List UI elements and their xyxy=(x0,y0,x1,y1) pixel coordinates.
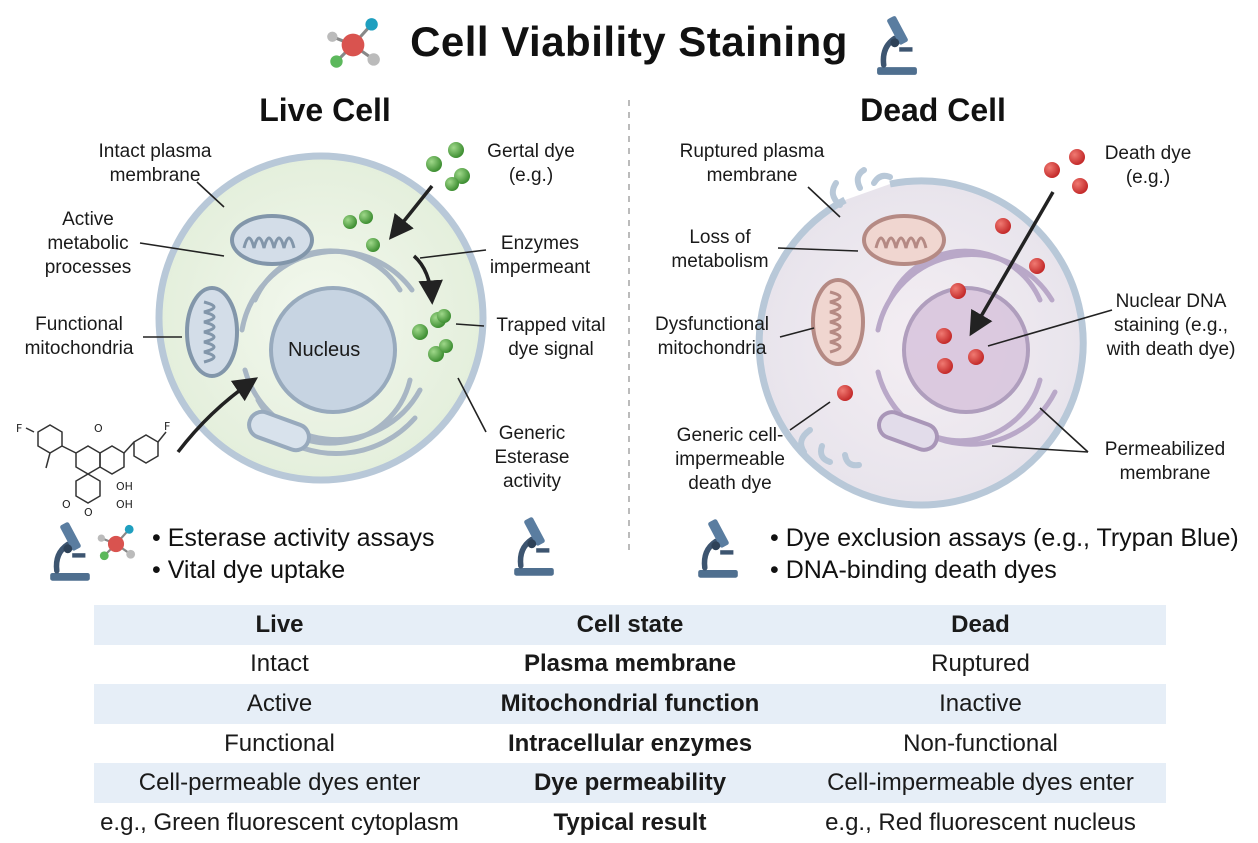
dead-assay-list: Dye exclusion assays (e.g., Trypan Blue)… xyxy=(770,522,1239,586)
live-assay-list: Esterase activity assays Vital dye uptak… xyxy=(152,522,435,586)
list-item: Vital dye uptake xyxy=(152,554,434,586)
live-vesicle xyxy=(247,409,311,453)
atom-o-2: O xyxy=(84,506,93,519)
live-mitochondrion-left xyxy=(185,286,239,378)
live-cell: F F OH OH O O O xyxy=(16,142,487,519)
microscope-icon xyxy=(698,518,738,577)
molecule-icon xyxy=(96,523,137,562)
cell-property: Intracellular enzymes xyxy=(507,729,753,757)
dead-cell-title: Dead Cell xyxy=(860,92,1006,128)
atom-f-left: F xyxy=(16,422,22,435)
dead-leader-lines xyxy=(777,186,1113,453)
membrane-fragments-top xyxy=(829,167,893,208)
list-item: Esterase activity assays xyxy=(152,522,435,554)
live-green-dye-dots xyxy=(343,142,470,362)
page-title: Cell Viability Staining xyxy=(410,18,848,65)
cell-live: Intact xyxy=(250,650,309,678)
cell-dead: Inactive xyxy=(795,684,1166,724)
structure-atom-labels: F F OH OH O O O xyxy=(16,420,170,519)
dead-cell xyxy=(755,149,1113,509)
cell-property: Mitochondrial function xyxy=(465,684,795,724)
table-row: e.g., Green fluorescent cytoplasm Typica… xyxy=(94,803,1166,843)
atom-oh-1: OH xyxy=(116,480,133,493)
header-property: Cell state xyxy=(465,605,795,645)
list-item: Dye exclusion assays (e.g., Trypan Blue) xyxy=(770,522,1239,554)
table-row: Intact Plasma membrane Ruptured xyxy=(94,645,1166,685)
cell-live: Cell-permeable dyes enter xyxy=(94,763,465,803)
fluorescein-diacetate-structure xyxy=(25,424,167,504)
cell-property: Dye permeability xyxy=(465,763,795,803)
cell-live: Functional xyxy=(224,729,335,757)
cell-property: Typical result xyxy=(553,808,707,836)
microscope-icon xyxy=(50,521,90,580)
dead-dye-entry-arrow xyxy=(969,191,1055,337)
live-cell-title: Live Cell xyxy=(259,92,391,128)
dead-mitochondrion-left xyxy=(811,278,865,366)
live-mitochondrion-top xyxy=(230,214,314,266)
atom-f-right: F xyxy=(164,420,170,433)
cell-property: Plasma membrane xyxy=(523,650,737,678)
membrane-fragments-bottom xyxy=(798,427,862,469)
cell-dead: Non-functional xyxy=(903,729,1058,757)
label-death-dye: Death dye(e.g.) xyxy=(1104,143,1192,188)
cell-live: Active xyxy=(94,684,465,724)
header-live: Live xyxy=(94,605,465,645)
live-dye-entry-arrow xyxy=(388,184,434,240)
dead-red-dye-dots xyxy=(837,149,1088,401)
table-row: Active Mitochondrial function Inactive xyxy=(94,684,1166,724)
label-gertal-dye: Gertal dye(e.g.) xyxy=(487,141,575,186)
cell-dead: e.g., Red fluorescent nucleus xyxy=(825,808,1136,836)
table-row: Functional Intracellular enzymes Non-fun… xyxy=(94,724,1166,764)
table-header-row: Live Cell state Dead xyxy=(94,605,1166,645)
cell-dead: Ruptured xyxy=(931,650,1030,678)
header-dead: Dead xyxy=(795,605,1166,645)
atom-o-1: O xyxy=(62,498,71,511)
table-row: Cell-permeable dyes enter Dye permeabili… xyxy=(94,763,1166,803)
dead-nucleus xyxy=(902,286,1030,414)
comparison-table: Live Cell state Dead Intact Plasma membr… xyxy=(94,605,1166,843)
live-trap-arrow xyxy=(412,254,443,305)
atom-oh-2: OH xyxy=(116,498,133,511)
live-substrate-arrow xyxy=(176,377,259,454)
nucleus-label: Nucleus xyxy=(288,339,361,361)
cell-dead: Cell-impermeable dyes enter xyxy=(795,763,1166,803)
live-nucleus xyxy=(269,286,397,414)
cell-live: e.g., Green fluorescent cytoplasm xyxy=(100,808,459,836)
list-item: DNA-binding death dyes xyxy=(770,554,1239,586)
dead-vesicle xyxy=(877,410,939,452)
live-leader-lines xyxy=(139,181,487,433)
microscope-icon xyxy=(514,516,554,575)
dead-mitochondrion-top xyxy=(862,214,946,266)
atom-o-3: O xyxy=(94,422,103,435)
